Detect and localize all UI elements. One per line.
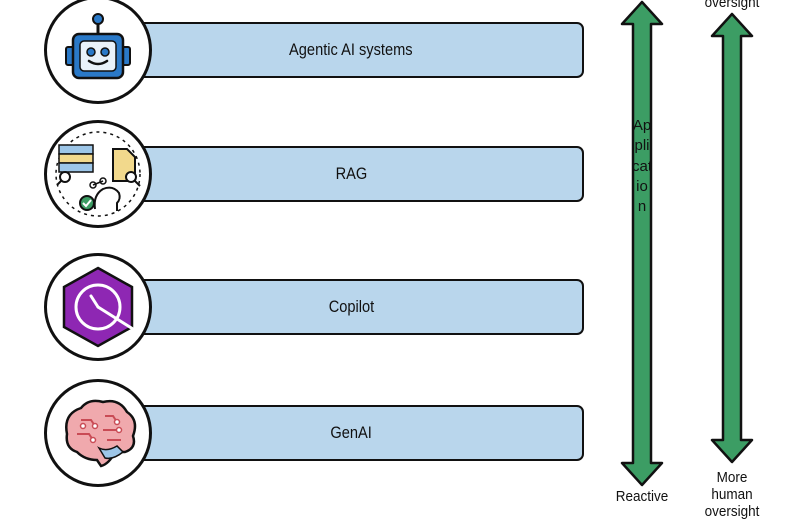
more-human-oversight-label: More human oversight: [704, 469, 760, 520]
level-bar-genai: GenAI: [118, 405, 584, 461]
reactive-label: Reactive: [615, 488, 669, 505]
level-bar-agentic-ai: Agentic AI systems: [118, 22, 584, 78]
level-label-genai: GenAI: [330, 423, 372, 442]
retrieval-icon-circle: [44, 120, 152, 228]
application-double-arrow: [620, 0, 664, 487]
level-label-copilot: Copilot: [328, 297, 374, 316]
brain-icon-circle: [44, 379, 152, 487]
copilot-icon: [62, 266, 135, 348]
application-arrow-label: Application: [632, 117, 653, 216]
oversight-top-label: oversight: [704, 0, 760, 11]
robot-icon: [65, 13, 131, 80]
level-label-rag: RAG: [335, 164, 367, 183]
level-label-agentic-ai: Agentic AI systems: [289, 40, 413, 59]
oversight-double-arrow: [710, 12, 754, 464]
level-bar-copilot: Copilot: [118, 279, 584, 335]
robot-icon-circle: [44, 0, 152, 104]
retrieval-icon: [55, 131, 141, 217]
copilot-icon-circle: [44, 253, 152, 361]
brain-icon: [65, 399, 137, 468]
